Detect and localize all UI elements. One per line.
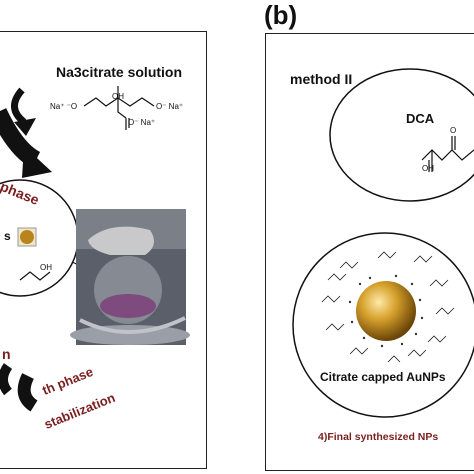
oh-partial-label: OH: [40, 263, 52, 272]
chem-na-right-label: O⁻ Na⁺: [156, 102, 184, 111]
citrate-capped-aunps-label: Citrate capped AuNPs: [320, 370, 446, 384]
na-citrate-solution-label: Na3citrate solution: [56, 64, 183, 80]
gold-nanoparticle: [356, 281, 416, 341]
dca-oh-label: OH: [422, 164, 434, 173]
s-partial-label: s: [4, 229, 11, 243]
dca-oval: [329, 68, 474, 202]
arrowhead-top: [14, 118, 36, 136]
big-arrowhead: [22, 146, 52, 178]
curved-arrow-top: [11, 87, 27, 125]
n-partial-label: n: [2, 346, 11, 362]
chem-oh-label: OH: [112, 92, 124, 101]
method-ii-label: method II: [290, 71, 353, 87]
chem-na-left-label: Na⁺ ⁻O: [50, 102, 78, 111]
panel-b-label: (b): [264, 0, 298, 30]
small-gold-particle: [20, 230, 34, 244]
lower-curved-arrow: [0, 363, 13, 396]
bottom-curved-arrow: [17, 373, 38, 412]
final-synthesized-caption: 4)Final synthesized NPs: [318, 431, 439, 443]
dca-structure: [421, 136, 474, 172]
ligand-shell: [321, 251, 455, 363]
dca-o-label: O: [450, 126, 457, 135]
chem-fragment-a: [19, 271, 51, 281]
binding-dots: [348, 274, 424, 348]
dca-label: DCA: [406, 111, 435, 126]
chem-na-bottom-label: O⁻ Na⁺: [128, 118, 156, 127]
citrate-structure: [83, 86, 155, 130]
